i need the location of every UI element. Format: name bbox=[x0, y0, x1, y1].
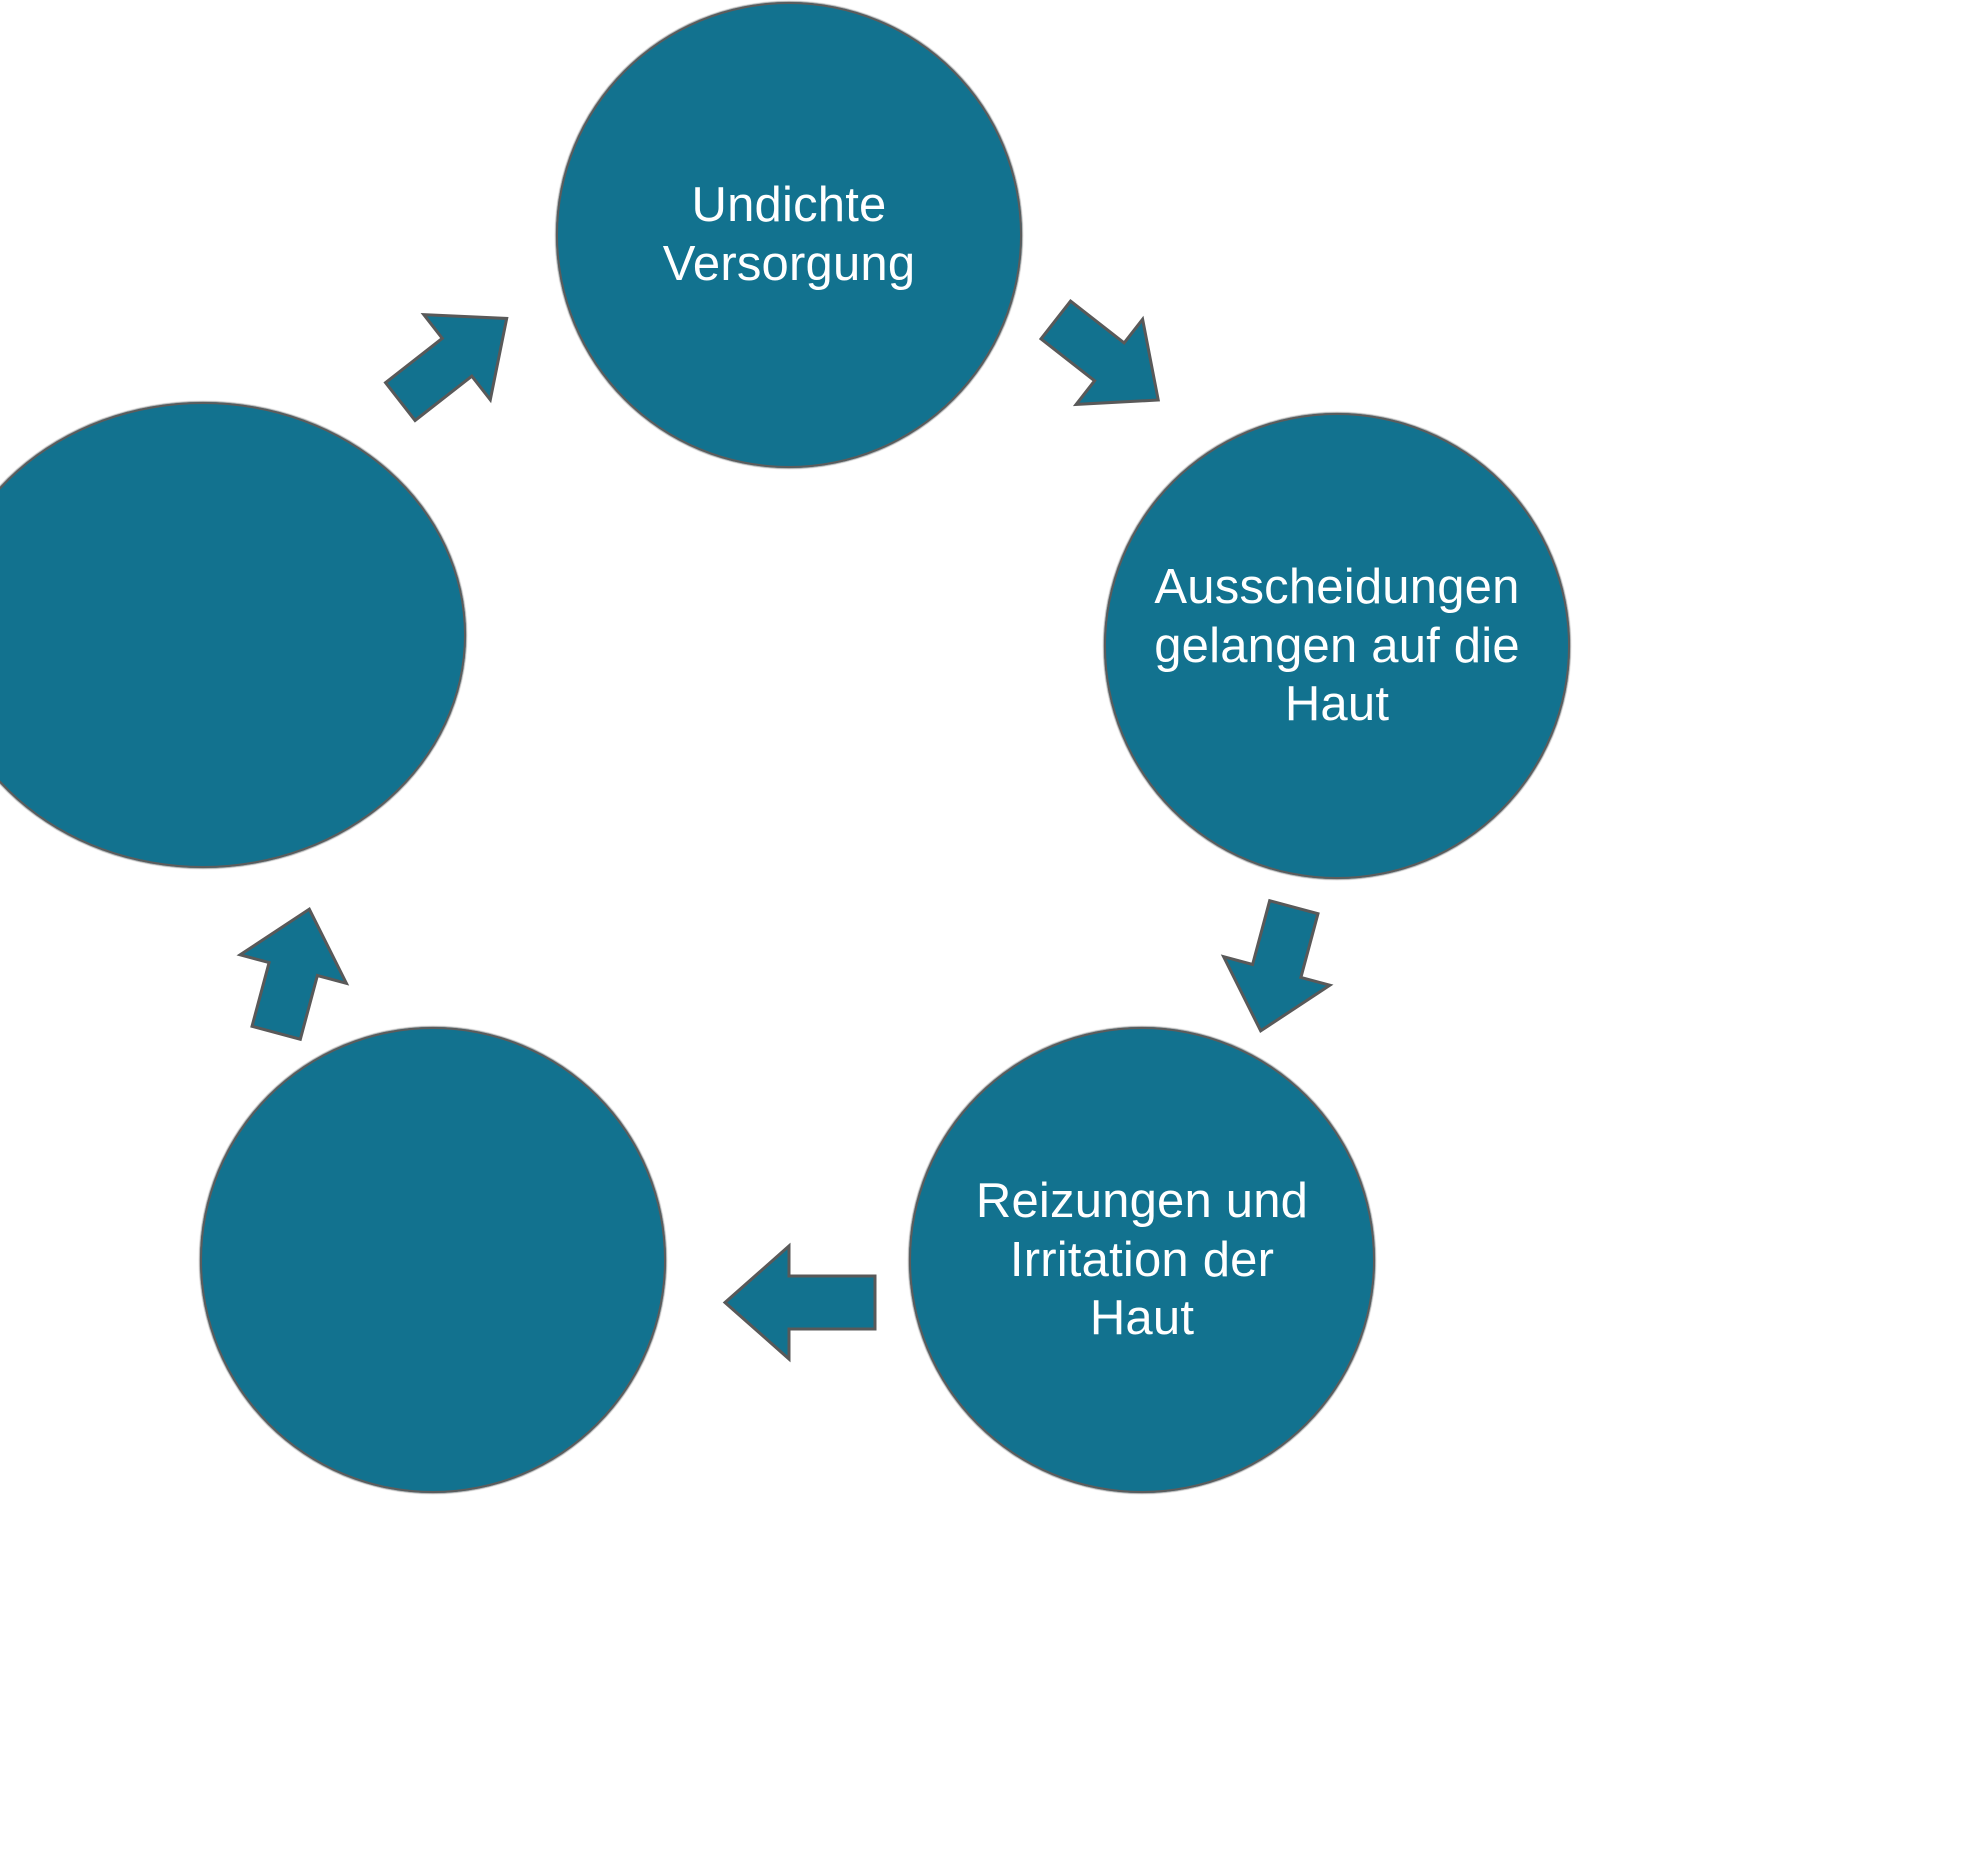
cycle-node-empty-bottom-left[interactable] bbox=[200, 1027, 666, 1493]
cycle-node-label: Ausscheidungen gelangen auf die Haut bbox=[1154, 559, 1520, 732]
cycle-node-undichte-versorgung[interactable]: Undichte Versorgung bbox=[556, 2, 1022, 468]
cycle-node-empty-left[interactable] bbox=[0, 402, 466, 868]
cycle-node-label: Reizungen und Irritation der Haut bbox=[975, 1173, 1309, 1346]
block-arrow-icon-bottom-left-to-left bbox=[228, 905, 358, 1042]
cycle-node-ausscheidungen-auf-die-haut[interactable]: Ausscheidungen gelangen auf die Haut bbox=[1104, 413, 1570, 879]
cycle-node-reizungen-irritation-der-haut[interactable]: Reizungen und Irritation der Haut bbox=[909, 1027, 1375, 1493]
block-arrow-icon-left-to-top bbox=[383, 300, 521, 423]
cycle-node-label: Undichte Versorgung bbox=[662, 178, 916, 291]
block-arrow-icon-top-to-right bbox=[1038, 298, 1172, 420]
block-arrow-icon-right-to-bottom-right bbox=[1212, 898, 1342, 1035]
block-arrow-icon-bottom-right-to-bottom-left bbox=[722, 1240, 877, 1365]
